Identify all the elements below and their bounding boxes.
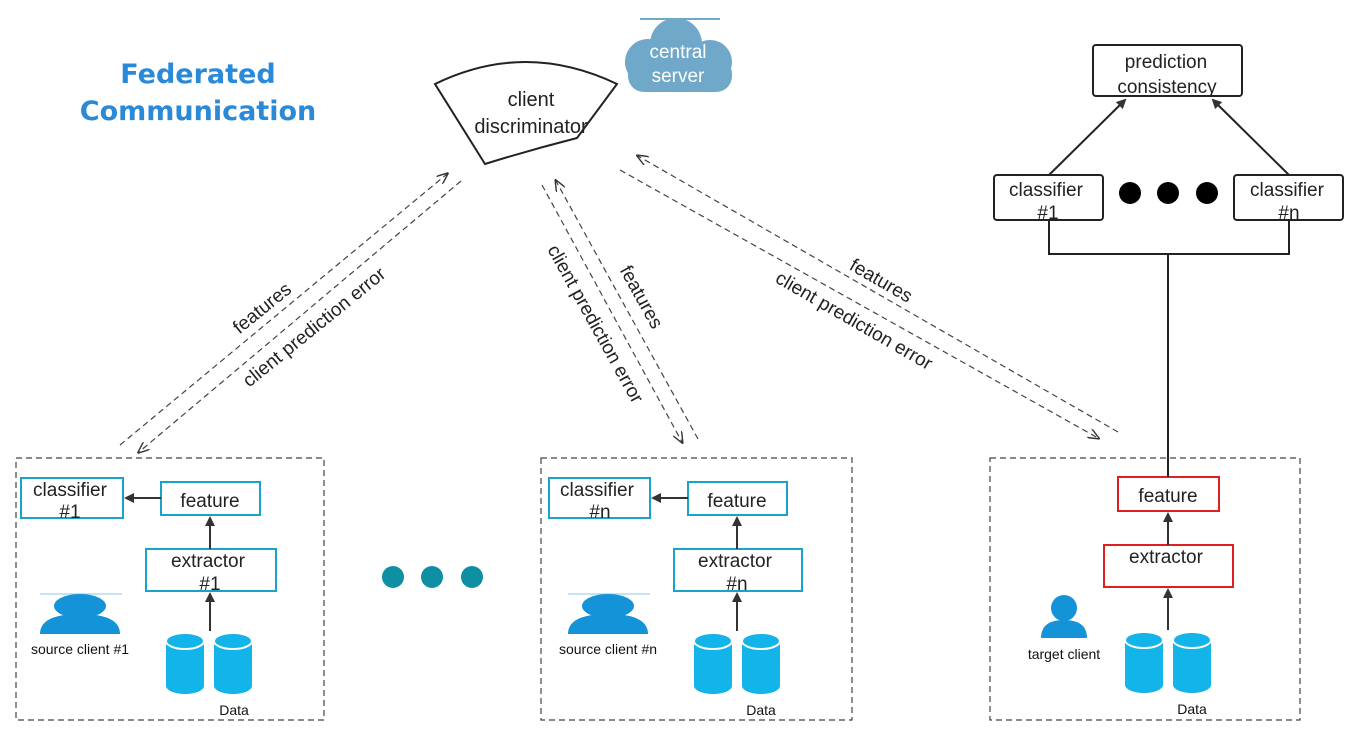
left-error-arrow <box>139 180 462 452</box>
target-data-label: Data <box>1177 701 1207 717</box>
target-extractor-label: extractor <box>1129 547 1204 568</box>
database-icon <box>693 632 781 694</box>
ellipsis-dots-black <box>1119 182 1218 204</box>
target-classifier-1-line2: #1 <box>1037 203 1058 224</box>
source-n-data-label: Data <box>746 702 776 718</box>
source-n-classifier-line2: #n <box>589 502 610 523</box>
arrow-classifier-n-to-consistency <box>1211 98 1290 176</box>
client-discriminator-shape <box>433 61 619 166</box>
target-user-label: target client <box>1028 646 1100 662</box>
target-classifier-n-line2: #n <box>1278 203 1299 224</box>
target-feature-box <box>1117 476 1220 512</box>
left-features-arrow <box>119 174 447 446</box>
source-1-feature-label: feature <box>180 491 239 512</box>
source-n-extractor-line2: #n <box>726 574 747 595</box>
source-1-data-label: Data <box>219 702 249 718</box>
target-extractor-box <box>1103 544 1234 588</box>
target-classifier-n-line1: classifier <box>1250 180 1325 201</box>
title-line2: Communication <box>80 96 317 127</box>
middle-features-label: features <box>615 262 667 332</box>
user-icon <box>40 593 122 634</box>
source-n-feature-label: feature <box>707 491 766 512</box>
source-1-extractor-box <box>145 548 277 592</box>
user-icon <box>568 593 650 634</box>
cloud-icon <box>625 18 732 92</box>
source-1-user-label: source client #1 <box>31 641 129 657</box>
cloud-label-line1: central <box>649 42 706 63</box>
prediction-consistency-line1: prediction <box>1125 52 1207 73</box>
source-1-classifier-line2: #1 <box>59 502 80 523</box>
right-features-arrow <box>638 156 1119 433</box>
source-1-extractor-line2: #1 <box>199 574 220 595</box>
source-1-classifier-line1: classifier <box>33 480 108 501</box>
left-features-label: features <box>229 279 296 339</box>
title-line1: Federated <box>120 59 275 90</box>
prediction-consistency-box <box>1092 44 1243 97</box>
classifier-branch-line <box>1048 220 1290 255</box>
source-n-user-label: source client #n <box>559 641 657 657</box>
source-n-extractor-box <box>673 548 803 592</box>
target-classifier-1-line1: classifier <box>1009 180 1084 201</box>
cloud-label-line2: server <box>652 66 705 87</box>
source-n-feature-box <box>687 481 788 516</box>
source-1-classifier-box <box>20 477 124 519</box>
target-feature-label: feature <box>1138 486 1197 507</box>
source-client-1-box <box>15 457 325 721</box>
right-error-arrow <box>619 169 1098 438</box>
source-client-n-box <box>540 457 853 721</box>
target-classifier-1-box <box>993 174 1104 221</box>
source-n-extractor-line1: extractor <box>698 551 773 572</box>
source-1-feature-box <box>160 481 261 516</box>
source-n-classifier-line1: classifier <box>560 480 635 501</box>
source-n-classifier-box <box>548 477 651 519</box>
middle-error-arrow <box>541 184 682 442</box>
discriminator-label-line2: discriminator <box>474 116 588 138</box>
database-icon <box>165 632 253 694</box>
arrow-classifier-1-to-consistency <box>1048 98 1127 176</box>
ellipsis-dots <box>382 566 483 588</box>
middle-features-arrow <box>556 181 699 440</box>
right-error-label: client prediction error <box>772 268 937 375</box>
database-icon <box>1124 631 1212 693</box>
source-1-extractor-line1: extractor <box>171 551 246 572</box>
target-client-box <box>989 457 1301 721</box>
user-icon <box>1041 595 1087 638</box>
prediction-consistency-line2: consistency <box>1117 77 1217 98</box>
discriminator-label-line1: client <box>508 89 555 111</box>
